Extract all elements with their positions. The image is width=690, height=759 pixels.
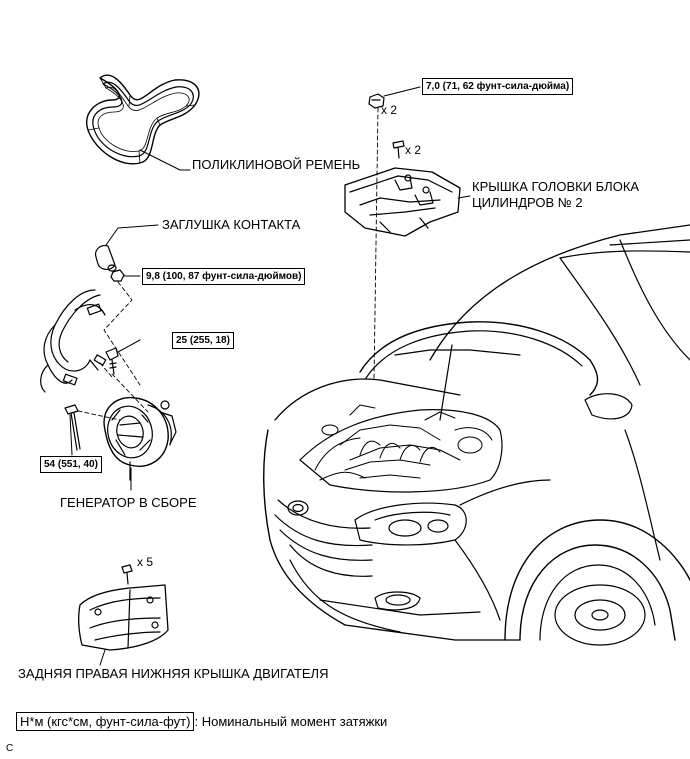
cover-clip-quantity: x 2 (405, 143, 422, 157)
cover-label-line1: КРЫШКА ГОЛОВКИ БЛОКА (472, 179, 640, 194)
belt-illustration (86, 74, 200, 165)
cover-nut-quantity: x 2 (381, 103, 398, 117)
cover-nut-torque-box: 7,0 (71, 62 фунт-сила-дюйма) (422, 78, 574, 95)
generator-bolt-torque-box: 54 (551, 40) (40, 456, 102, 473)
generator-bolt-illustration (64, 404, 81, 451)
terminal-dashed-line (103, 281, 141, 386)
wire-harness-illustration (40, 289, 107, 393)
legend-description: Номинальный момент затяжки (201, 714, 388, 729)
wire-bolt-dashed-line (111, 373, 149, 413)
cylinder-head-cover-illustration (344, 167, 461, 237)
terminal-cap-leader-line (105, 224, 159, 246)
generator-label: ГЕНЕРАТОР В СБОРЕ (60, 495, 197, 510)
cover-leader-line (457, 195, 471, 199)
car-front-illustration (263, 224, 690, 646)
terminal-cap-illustration (95, 245, 117, 272)
torque-legend: Н*м (кгс*см, фунт-сила-фут): Номинальный… (16, 712, 388, 731)
lower-cover-label: ЗАДНЯЯ ПРАВАЯ НИЖНЯЯ КРЫШКА ДВИГАТЕЛЯ (18, 666, 329, 681)
figure-code: C (6, 743, 14, 754)
lower-cover-leader-line (99, 649, 106, 666)
cover-nut-illustration (368, 93, 385, 109)
cover-clip-illustration (392, 140, 405, 159)
lower-cover-screw-quantity: x 5 (137, 555, 154, 569)
legend-unit-box: Н*м (кгс*см, фунт-сила-фут) (16, 712, 195, 731)
generator-bolt-leader-line (69, 414, 73, 456)
generator-illustration (103, 396, 177, 481)
lower-cover-screw-illustration (121, 564, 133, 585)
engine-bay-illustration (299, 404, 503, 493)
wire-dashed-line (99, 362, 113, 378)
belt-leader-line (139, 149, 191, 171)
cover-label-line2: ЦИЛИНДРОВ № 2 (472, 195, 583, 210)
terminal-nut-illustration (110, 269, 125, 282)
legend-separator: : (194, 714, 199, 729)
belt-label: ПОЛИКЛИНОВОЙ РЕМЕНЬ (192, 157, 361, 172)
wire-bolt-torque-box: 25 (255, 18) (172, 332, 234, 349)
cover-install-dashed-line (373, 107, 379, 381)
wire-bolt-illustration (105, 347, 119, 375)
lower-cover-illustration (78, 584, 169, 651)
terminal-cap-label: ЗАГЛУШКА КОНТАКТА (162, 217, 301, 232)
terminal-nut-torque-box: 9,8 (100, 87 фунт-сила-дюймов) (142, 268, 306, 285)
wire-bolt-leader-line (117, 339, 141, 353)
cover-nut-leader-line (383, 86, 421, 97)
